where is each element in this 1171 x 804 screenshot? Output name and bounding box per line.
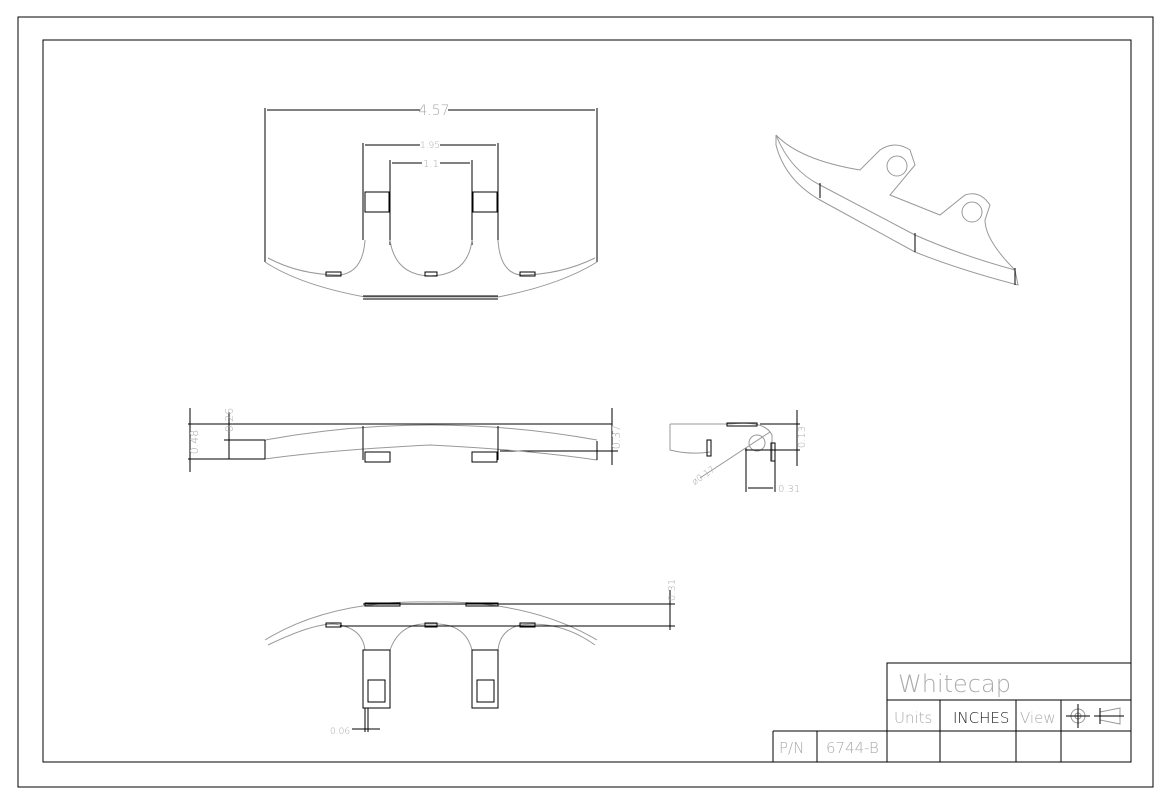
pn-label: P/N [779,739,804,757]
dim-side-height: 0.48 [188,430,201,455]
view-label: View [1020,709,1056,727]
bottom-view: 0.31 0.06 [264,579,678,737]
title-block: Whitecap Units INCHES View P/N 6744-B [772,662,1132,763]
units-value: INCHES [953,709,1009,727]
dim-inner-posts: 1.1 [423,159,439,170]
dim-hole-diameter: ø0.17 [691,465,718,488]
dim-outer-posts: 1.95 [420,141,440,151]
outer-border [17,16,1154,788]
inner-border [42,39,1132,763]
third-angle-projection-icon [1066,704,1124,728]
dim-bottom-height: 0.31 [667,579,678,601]
dim-wall-thickness: 0.06 [330,727,350,737]
dim-side-end-height: 0.26 [223,408,236,433]
drawing-title: Whitecap [898,670,1011,698]
dim-end-offset: 0.31 [778,484,800,495]
isometric-view [775,134,1019,286]
top-view: 4.57 1.95 1.1 [264,103,598,300]
dim-side-right-height: 0.37 [610,425,623,450]
end-view: 0.13 ø0.17 0.31 [669,410,808,495]
dim-overall-length: 4.57 [418,103,449,119]
dim-end-height: 0.13 [797,426,808,448]
side-view: 0.48 0.26 0.37 [188,408,623,472]
pn-value: 6744-B [826,739,879,757]
units-label: Units [894,709,932,727]
